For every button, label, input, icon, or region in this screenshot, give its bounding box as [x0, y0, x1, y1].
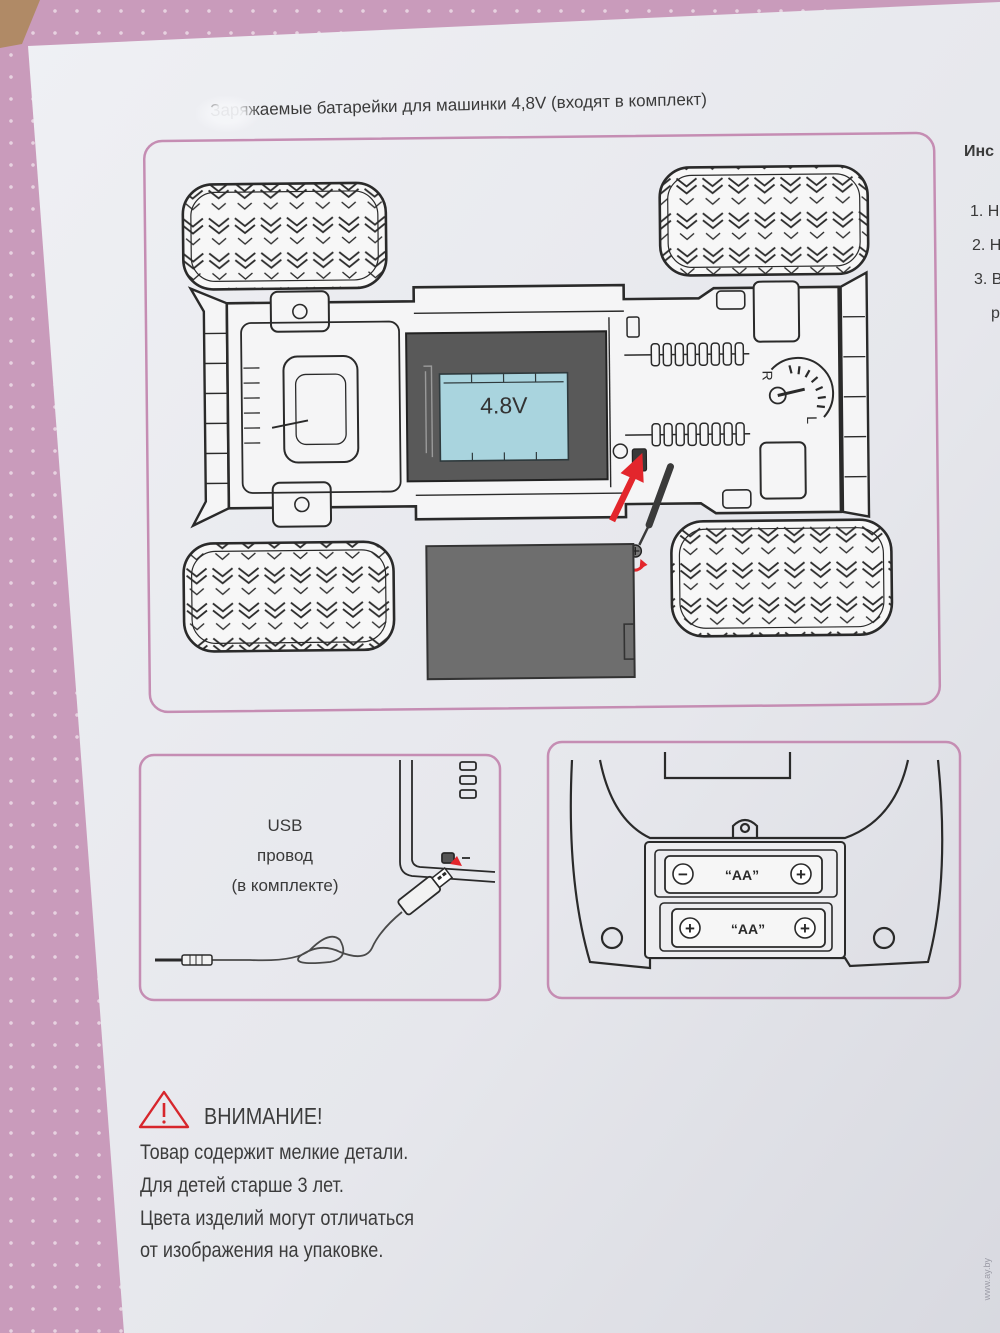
usb-cable-panel: [138, 753, 502, 1002]
car-side-edge: [399, 760, 496, 883]
battery-1-right-terminal: +: [796, 865, 806, 884]
screwdriver-icon: [638, 463, 674, 546]
aa-battery-2: + “AA” +: [671, 908, 826, 948]
bumper-ribs: [204, 332, 229, 485]
motor-housing: [282, 355, 360, 464]
warning-line-3: Цвета изделий могут отличаться: [140, 1207, 415, 1230]
photo-glare: [196, 96, 258, 132]
tire-top-right: [658, 164, 870, 277]
warning-triangle-icon: [138, 1090, 190, 1129]
battery-rails: [413, 310, 626, 497]
instructions-item-2: 2. Н: [972, 237, 1000, 254]
red-arrow-icon: [609, 452, 644, 523]
dial-right-label: R: [759, 371, 775, 381]
audio-jack-icon: [155, 954, 213, 966]
battery-voltage-label: 4.8V: [480, 392, 528, 419]
tire-bottom-right: [670, 518, 894, 638]
remote-left-foot: [600, 926, 624, 950]
usb-label: USB: [267, 816, 303, 835]
red-arrow-small-icon: [450, 856, 462, 866]
warning-title: ВНИМАНИЕ!: [204, 1103, 323, 1129]
remote-battery-panel: − “AA” + + “AA” +: [546, 740, 962, 1000]
battery-cover: [425, 543, 636, 681]
servo-bottom: [759, 441, 807, 500]
instructions-item-3: 3. В: [974, 271, 1000, 288]
battery-2-label: “AA”: [731, 921, 765, 937]
servo-top: [752, 280, 801, 343]
watermark: www.ay.by: [982, 1258, 992, 1301]
charging-port: [441, 852, 455, 864]
remote-right-foot: [872, 926, 896, 950]
usb-included-label: (в комплекте): [231, 876, 339, 895]
remote-lanyard-tab: [731, 818, 759, 838]
cardboard-corner: [0, 0, 40, 48]
warning-line-2: Для детей старше 3 лет.: [140, 1174, 344, 1197]
battery-1-left-terminal: −: [678, 865, 688, 884]
usb-cable: [212, 911, 403, 965]
usb-cable-label: провод: [257, 846, 313, 865]
tire-top-left: [181, 181, 388, 291]
warning-line-4: от изображения на упаковке.: [140, 1239, 384, 1262]
instructions-item-3-continued: р: [991, 305, 1000, 322]
cab-frame: [240, 320, 402, 494]
steering-trim-dial: R L: [759, 356, 835, 424]
remote-battery-compartment: − “AA” + + “AA” +: [644, 841, 846, 959]
instructions-item-1: 1. Н: [970, 203, 1000, 220]
usb-plug-icon: [397, 867, 454, 916]
car-panel-border: [142, 131, 942, 714]
steering-rods: [612, 316, 751, 459]
instructions-heading: Инс: [964, 143, 995, 160]
battery-compartment: 4.8V: [405, 330, 609, 483]
tire-bottom-left: [182, 540, 396, 653]
warning-line-1: Товар содержит мелкие детали.: [140, 1141, 409, 1164]
battery-1-label: “AA”: [725, 867, 759, 883]
rear-bumper-ribs: [842, 315, 867, 478]
car-diagram-panel: R L 4.8V: [142, 131, 942, 714]
cab-vents: [243, 367, 261, 444]
dial-left-label: L: [804, 416, 820, 424]
battery-2-right-terminal: +: [800, 919, 810, 938]
aa-battery-1: − “AA” +: [664, 855, 823, 894]
battery-2-left-terminal: +: [685, 919, 695, 938]
rear-bumper: [839, 270, 871, 518]
